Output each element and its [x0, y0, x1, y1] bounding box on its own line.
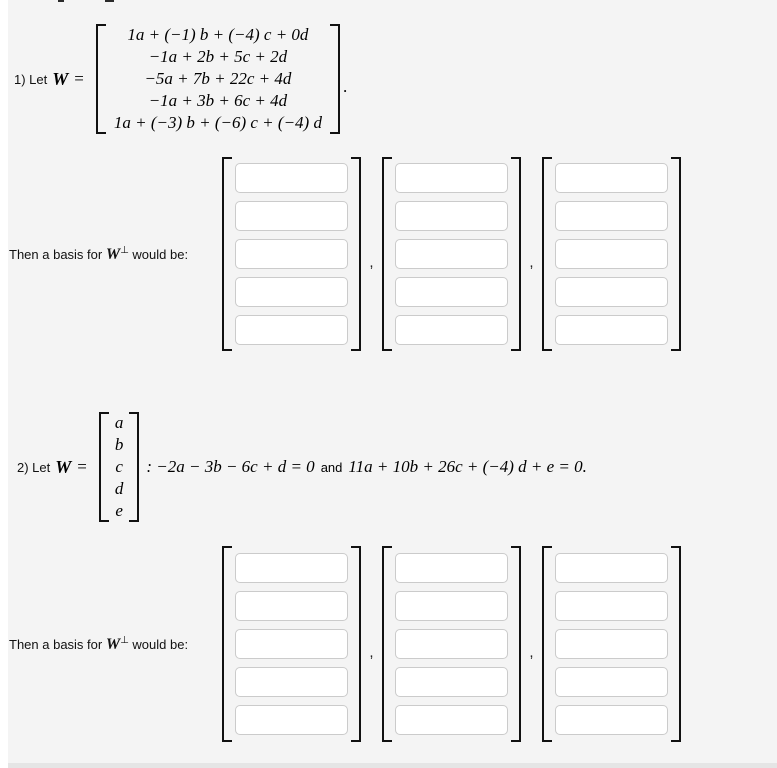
answer-input[interactable] [235, 201, 348, 231]
prompt-suffix: would be: [128, 246, 189, 262]
answer-input[interactable] [395, 667, 508, 697]
equals-sign: = [77, 457, 87, 476]
period: . [342, 77, 348, 96]
answer-vector-1 [222, 157, 361, 351]
answer-vector-3 [542, 157, 681, 351]
answer-input[interactable] [555, 667, 668, 697]
bracket-left [382, 546, 392, 742]
w-symbol: W [105, 635, 121, 653]
answer-input[interactable] [555, 629, 668, 659]
vector-separator-comma: , [529, 253, 534, 271]
answer-vector-1 [222, 546, 361, 742]
cutoff-fragment [105, 0, 114, 2]
bracket-left [542, 157, 552, 351]
problem-1-number: 1) Let [14, 71, 48, 87]
w-symbol: W [52, 68, 69, 89]
bracket-left [542, 546, 552, 742]
answer-input[interactable] [555, 553, 668, 583]
answer-input[interactable] [235, 629, 348, 659]
answer-input[interactable] [235, 705, 348, 735]
bracket-left [95, 24, 106, 134]
vector-entry: c [115, 457, 123, 476]
answer-input[interactable] [395, 201, 508, 231]
w-symbol: W [105, 245, 121, 263]
matrix-row: −1a + 2b + 5c + 2d [148, 47, 288, 66]
answer-vector-2 [382, 157, 521, 351]
cutoff-fragment [58, 0, 64, 2]
vector-separator-comma: , [369, 643, 374, 661]
problem-2-answer-row: Then a basis for W⊥ would be: , , [9, 546, 681, 742]
answer-input[interactable] [235, 591, 348, 621]
matrix-row: −1a + 3b + 6c + 4d [148, 91, 288, 110]
w-symbol: W [55, 456, 72, 477]
problem-1-statement: 1) Let W = 1a + (−1) b + (−4) c + 0d −1a… [14, 22, 347, 136]
vector-entry: a [114, 413, 124, 432]
bracket-left [222, 157, 232, 351]
answer-input[interactable] [555, 277, 668, 307]
matrix-row: −5a + 7b + 22c + 4d [144, 69, 292, 88]
answer-input[interactable] [395, 315, 508, 345]
problem-2-basis-prompt: Then a basis for W⊥ would be: [9, 635, 216, 654]
problem-2-number: 2) Let [17, 459, 51, 475]
problem-1-answer-row: Then a basis for W⊥ would be: , , [9, 157, 681, 351]
bracket-right [329, 24, 340, 134]
equals-sign: = [74, 69, 84, 88]
bracket-right [511, 157, 521, 351]
answer-input[interactable] [235, 277, 348, 307]
answer-input[interactable] [555, 705, 668, 735]
answer-input[interactable] [395, 239, 508, 269]
vector-separator-comma: , [529, 643, 534, 661]
answer-input[interactable] [395, 163, 508, 193]
vector-entry: b [114, 435, 124, 454]
answer-input[interactable] [555, 315, 668, 345]
problem-2-vector: a b c d e [98, 412, 140, 522]
prompt-prefix: Then a basis for [9, 636, 103, 652]
answer-input[interactable] [395, 591, 508, 621]
prompt-prefix: Then a basis for [9, 246, 103, 262]
answer-vector-2 [382, 546, 521, 742]
matrix-row: 1a + (−3) b + (−6) c + (−4) d [113, 113, 322, 132]
answer-input[interactable] [395, 629, 508, 659]
perp-superscript: ⊥ [120, 634, 129, 646]
vector-separator-comma: , [369, 253, 374, 271]
answer-input[interactable] [395, 705, 508, 735]
condition-1: : −2a − 3b − 6c + d = 0 [146, 457, 315, 476]
answer-input[interactable] [235, 239, 348, 269]
problem-1-basis-prompt: Then a basis for W⊥ would be: [9, 245, 216, 264]
answer-input[interactable] [555, 163, 668, 193]
answer-vector-3 [542, 546, 681, 742]
bracket-right [671, 157, 681, 351]
answer-input[interactable] [235, 553, 348, 583]
matrix-row: 1a + (−1) b + (−4) c + 0d [127, 25, 309, 44]
problem-2-statement: 2) Let W = a b c d e : −2a − 3b − 6c + d… [17, 410, 587, 524]
bracket-right [351, 157, 361, 351]
bracket-right [129, 412, 140, 522]
answer-input[interactable] [555, 201, 668, 231]
and-word: and [320, 459, 343, 475]
bracket-right [351, 546, 361, 742]
prompt-suffix: would be: [128, 636, 189, 652]
footer-strip [8, 763, 777, 768]
bracket-left [98, 412, 109, 522]
problem-1-matrix: 1a + (−1) b + (−4) c + 0d −1a + 2b + 5c … [95, 24, 340, 134]
answer-input[interactable] [555, 591, 668, 621]
answer-input[interactable] [395, 553, 508, 583]
answer-input[interactable] [235, 667, 348, 697]
condition-2: 11a + 10b + 26c + (−4) d + e = 0. [348, 457, 587, 476]
bracket-right [671, 546, 681, 742]
perp-superscript: ⊥ [120, 244, 129, 256]
answer-input[interactable] [235, 315, 348, 345]
answer-input[interactable] [395, 277, 508, 307]
vector-entry: d [114, 479, 124, 498]
bracket-right [511, 546, 521, 742]
answer-input[interactable] [235, 163, 348, 193]
vector-entry: e [115, 501, 123, 520]
answer-input[interactable] [555, 239, 668, 269]
bracket-left [382, 157, 392, 351]
bracket-left [222, 546, 232, 742]
